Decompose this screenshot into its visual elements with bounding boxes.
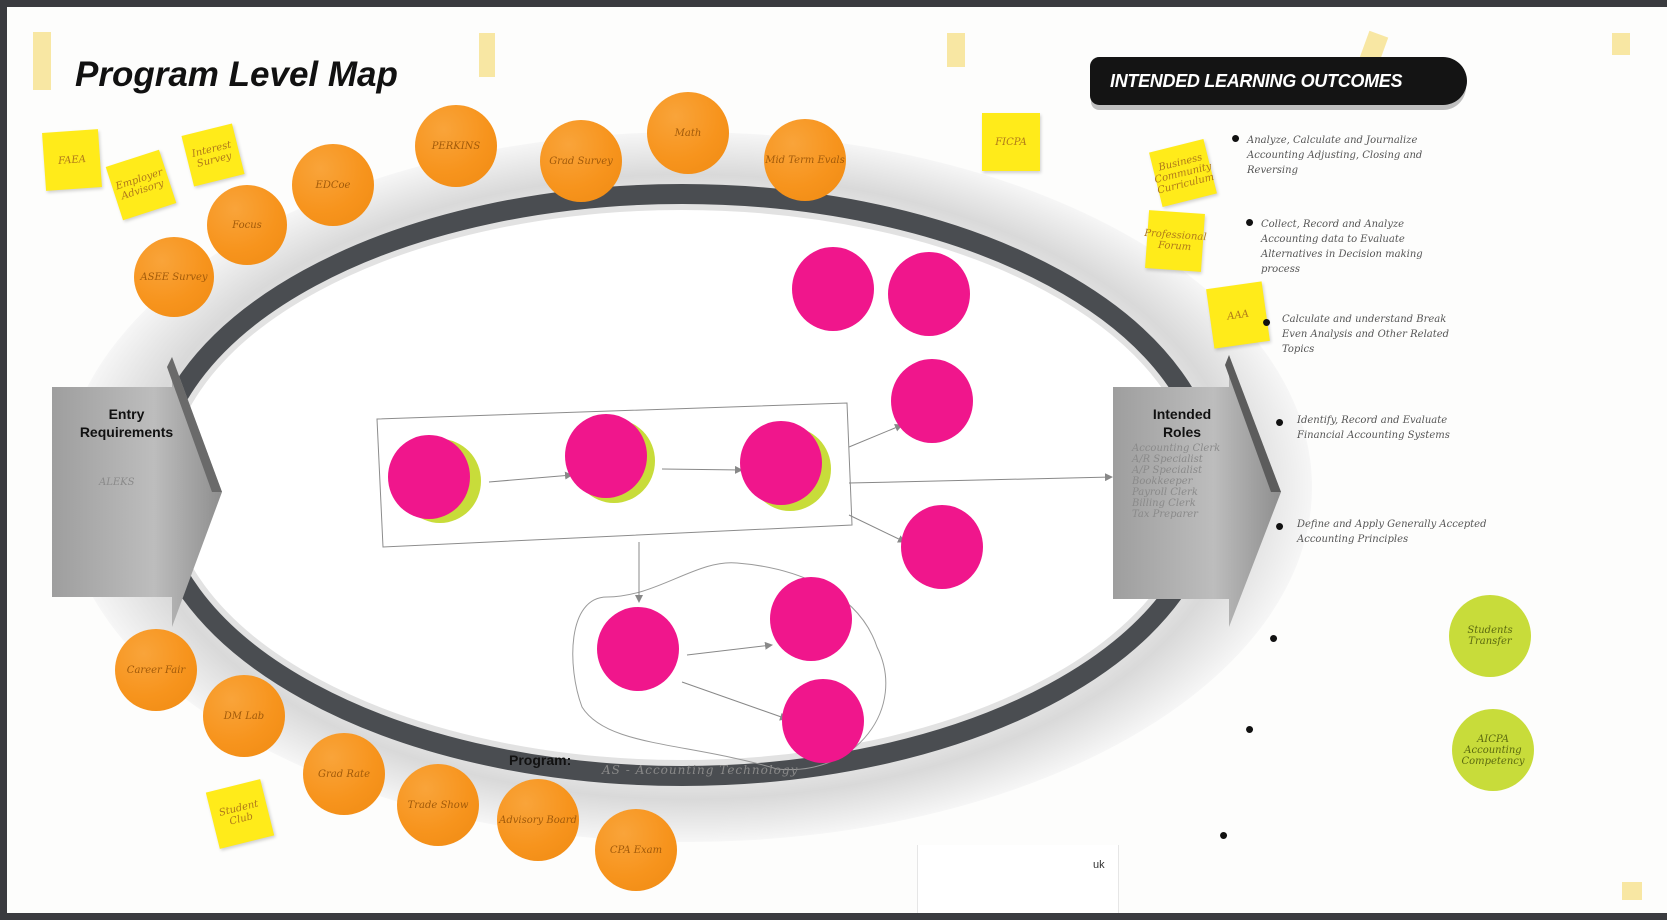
tape-strip — [947, 33, 965, 67]
orange-circle: ASEE Survey — [134, 237, 214, 317]
orange-circle: Career Fair — [115, 629, 197, 711]
bullet: • — [1275, 407, 1285, 437]
course-circle — [782, 679, 864, 763]
course-circle — [891, 359, 973, 443]
sticky-note: AAA — [1206, 281, 1270, 349]
orange-circle: Mid Term Evals — [764, 119, 846, 201]
entry-note: ALEKS — [99, 477, 135, 488]
orange-circle: CPA Exam — [595, 809, 677, 891]
course-circle — [888, 252, 970, 336]
entry-requirements-label: Entry Requirements — [79, 406, 174, 440]
sticky-note: FAEA — [42, 129, 102, 191]
role-item: A/R Specialist — [1132, 454, 1203, 465]
orange-circle: EDCoe — [292, 144, 374, 226]
blank-patch — [917, 845, 1119, 913]
bullet: • — [1219, 820, 1229, 850]
intended-roles-label: Intended Roles — [1152, 406, 1212, 440]
tape-strip — [479, 33, 495, 77]
intended-roles-arrow — [1113, 355, 1281, 627]
page-title: Program Level Map — [75, 55, 398, 94]
orange-circle: Grad Rate — [303, 733, 385, 815]
diagram-canvas — [52, 132, 1312, 842]
course-circle — [565, 414, 647, 498]
footer-mark: uk — [1093, 859, 1105, 871]
bullet: • — [1262, 307, 1272, 337]
inner-field — [166, 207, 1198, 763]
orange-circle: Advisory Board — [497, 779, 579, 861]
bullet: • — [1231, 123, 1241, 153]
course-circle — [792, 247, 874, 331]
orange-circle: Trade Show — [397, 764, 479, 846]
bullet: • — [1245, 714, 1255, 744]
learning-outcome: Analyze, Calculate and Journalize Accoun… — [1247, 135, 1423, 176]
role-item: A/P Specialist — [1132, 465, 1202, 476]
course-circle — [388, 435, 470, 519]
outcomes-header: INTENDED LEARNING OUTCOMES — [1110, 71, 1403, 91]
learning-outcome: Collect, Record and Analyze Accounting d… — [1261, 219, 1423, 275]
orange-circle: Focus — [207, 185, 287, 265]
role-item: Tax Preparer — [1132, 509, 1198, 520]
course-circle — [901, 505, 983, 589]
tape-strip — [33, 32, 51, 90]
lime-circle: AICPA Accounting Competency — [1452, 709, 1534, 791]
orange-circle: PERKINS — [415, 105, 497, 187]
learning-outcome: Calculate and understand Break Even Anal… — [1282, 314, 1450, 355]
pathway-frame — [376, 402, 853, 548]
entry-requirements-arrow — [52, 357, 222, 627]
orange-circle: Grad Survey — [540, 120, 622, 202]
role-item: Payroll Clerk — [1132, 487, 1198, 498]
learning-outcome: Define and Apply Generally Accepted Acco… — [1297, 519, 1487, 545]
program-map-sheet: Program Level Map INTENDED LEARNING OUTC… — [7, 7, 1667, 913]
course-circle — [597, 607, 679, 691]
learning-outcome: Identify, Record and Evaluate Financial … — [1297, 415, 1450, 441]
role-item: Billing Clerk — [1132, 498, 1196, 509]
orange-circle: Math — [647, 92, 729, 174]
bullet: • — [1269, 623, 1279, 653]
roles-list: Accounting Clerk A/R Specialist A/P Spec… — [1132, 443, 1232, 520]
tape-strip — [1612, 33, 1630, 55]
tape-strip — [1622, 882, 1642, 900]
course-circle — [770, 577, 852, 661]
orange-circle: DM Lab — [203, 675, 285, 757]
intended-learning-outcomes-banner: INTENDED LEARNING OUTCOMES — [1090, 57, 1467, 105]
bullet: • — [1245, 207, 1255, 237]
program-value: AS - Accounting Technology — [602, 763, 799, 777]
program-label: Program: — [509, 752, 572, 768]
sticky-note: Professional Forum — [1144, 210, 1207, 272]
course-circle — [740, 421, 822, 505]
role-item: Accounting Clerk — [1132, 443, 1221, 454]
elective-cloud — [572, 562, 887, 771]
lime-circle: Students Transfer — [1449, 595, 1531, 677]
role-item: Bookkeeper — [1132, 476, 1193, 487]
sticky-note: FICPA — [982, 113, 1040, 171]
bullet: • — [1275, 511, 1285, 541]
